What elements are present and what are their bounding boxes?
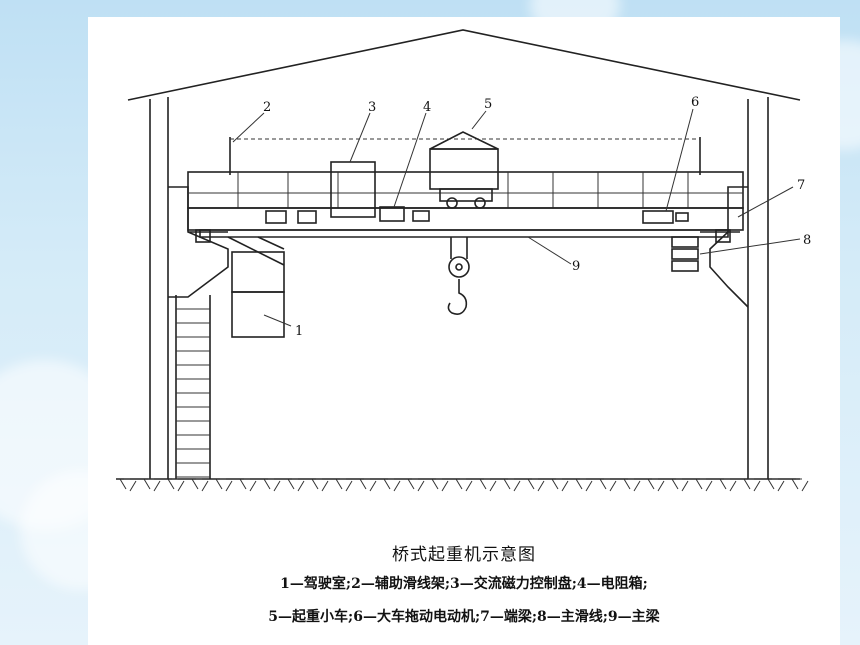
bridge-drive-motor <box>642 210 674 224</box>
hook-pulley-axle <box>455 263 463 271</box>
trolley-base <box>439 188 493 202</box>
diagram-title: 桥式起重机示意图 <box>392 545 536 565</box>
trolley-wheel <box>474 197 486 209</box>
ground-hatch-mark <box>743 478 761 492</box>
label-8: 8 <box>803 233 811 248</box>
ground-hatching <box>119 478 809 492</box>
operator-cab-lower <box>231 291 285 338</box>
ground-hatch-mark <box>239 478 257 492</box>
ground-hatch-mark <box>311 478 329 492</box>
ground-hatch-mark <box>503 478 521 492</box>
label-7: 7 <box>797 178 805 193</box>
motor-coupling <box>675 212 689 222</box>
trolley-cab <box>429 148 499 190</box>
ground-hatch-mark <box>383 478 401 492</box>
building-wall-left <box>149 97 169 479</box>
ladder <box>175 295 211 479</box>
building-wall-right <box>747 97 769 479</box>
ground-hatch-mark <box>575 478 593 492</box>
main-girder <box>199 229 729 238</box>
girder-ribs <box>237 172 689 208</box>
aux-sliding-wire-frame <box>229 137 701 175</box>
ground-hatch-mark <box>527 478 545 492</box>
label-5: 5 <box>484 97 492 112</box>
ground-hatch-mark <box>767 478 785 492</box>
ground-hatch-mark <box>551 478 569 492</box>
resistor-box <box>265 210 287 224</box>
cab-hanger <box>227 236 285 266</box>
resistor-box <box>379 206 405 222</box>
label-9: 9 <box>572 259 580 274</box>
hook-pulley <box>448 256 470 278</box>
ground-hatch-mark <box>647 478 665 492</box>
label-1: 1 <box>295 324 303 339</box>
ground-hatch-mark <box>599 478 617 492</box>
operator-cab <box>231 251 285 293</box>
crane-hook <box>447 279 468 315</box>
ground-hatch-mark <box>791 478 809 492</box>
ground-hatch-mark <box>719 478 737 492</box>
legend-line-1: 1—驾驶室;2—辅助滑线架;3—交流磁力控制盘;4—电阻箱; <box>280 576 648 592</box>
diagram-sheet: 1 2 3 4 5 6 7 8 9 桥式起重机示意图 1—驾驶室;2—辅助滑线架… <box>88 17 840 645</box>
legend-line-2: 5—起重小车;6—大车拖动电动机;7—端梁;8—主滑线;9—主梁 <box>268 609 660 625</box>
label-3: 3 <box>368 100 376 115</box>
ground-hatch-mark <box>455 478 473 492</box>
trolley-roof <box>429 131 499 150</box>
main-sliding-wire <box>671 236 699 272</box>
ground-hatch-mark <box>215 478 233 492</box>
bridge-girder <box>187 171 744 209</box>
leader-lines <box>232 108 801 327</box>
label-6: 6 <box>691 95 699 110</box>
ground-hatch-mark <box>335 478 353 492</box>
ground-hatch-mark <box>143 478 161 492</box>
resistor-box <box>297 210 317 224</box>
right-wheel <box>715 229 731 243</box>
hook-rope <box>450 237 468 259</box>
ground-hatch-mark <box>287 478 305 492</box>
trolley-wheel <box>446 197 458 209</box>
ground-hatch-mark <box>671 478 689 492</box>
ground-hatch-mark <box>479 478 497 492</box>
left-wheel <box>195 229 211 243</box>
crane-diagram: 1 2 3 4 5 6 7 8 9 <box>116 29 811 492</box>
ground-hatch-mark <box>191 478 209 492</box>
label-2: 2 <box>263 100 271 115</box>
ac-magnetic-control-panel <box>330 161 376 218</box>
ground-hatch-mark <box>407 478 425 492</box>
ground-hatch-mark <box>431 478 449 492</box>
label-4: 4 <box>423 100 431 115</box>
resistor-box <box>412 210 430 222</box>
right-corbel <box>709 186 749 308</box>
building-roof <box>127 29 801 101</box>
ground-hatch-mark <box>623 478 641 492</box>
ground-hatch-mark <box>167 478 185 492</box>
ground-hatch-mark <box>359 478 377 492</box>
ground-hatch-mark <box>263 478 281 492</box>
ground-hatch-mark <box>695 478 713 492</box>
ground-hatch-mark <box>119 478 137 492</box>
